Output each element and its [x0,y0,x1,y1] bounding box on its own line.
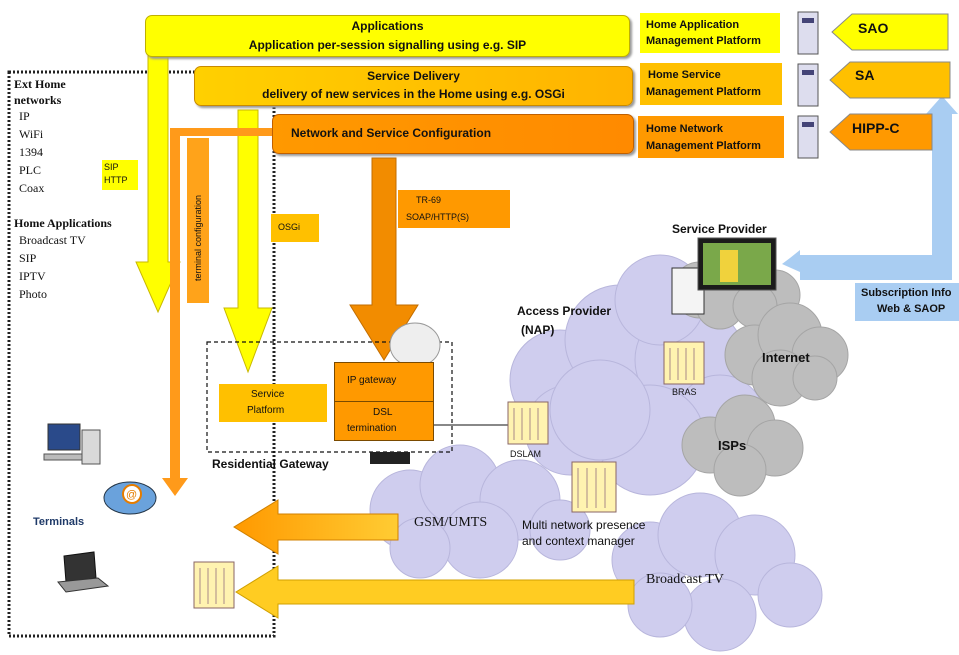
ext-item: Coax [19,181,45,195]
home-boundary [7,70,276,638]
ext-home-list: IP WiFi 1394 PLC Coax [19,109,44,199]
dslam-label: DSLAM [510,449,542,459]
sa-label: SA [855,67,875,83]
dsl-line2: termination [347,423,397,434]
gsm-arrow [233,499,399,555]
broadcast-tv-label: Broadcast TV [646,572,724,587]
service-provider-label: Service Provider [672,222,767,236]
service-delivery-subtitle: delivery of new services in the Home usi… [262,87,565,101]
isps-cloud [681,394,804,497]
ext-item: PLC [19,163,42,177]
multi-network-equipment [571,461,617,513]
nap-label: (NAP) [521,323,555,337]
net-mgmt-line2: Management Platform [646,140,761,152]
network-config-bar: Network and Service Configuration [272,114,634,154]
sao-label: SAO [858,20,889,36]
gsm-label: GSM/UMTS [414,515,488,530]
subscription-line2: Web & SAOP [877,303,946,315]
multi-network-line1: Multi network presence [522,518,646,532]
sao-tag [831,13,949,51]
ext-item: IP [19,109,30,123]
yellow-arrow-osgi [223,109,273,374]
applications-bar: Applications Application per-session sig… [145,15,630,57]
dsl-line1: DSL [373,407,393,418]
app-mgmt-platform: Home Application Management Platform [640,13,780,53]
net-mgmt-platform: Home Network Management Platform [638,116,784,158]
bras-label: BRAS [672,387,697,397]
app-item: SIP [19,251,37,265]
app-item: Photo [19,287,48,301]
service-platform-box: Service Platform [219,384,327,422]
tr69-line2: SOAP/HTTP(S) [406,212,470,222]
service-provider-server [671,237,777,315]
tr69-label-box: TR-69 SOAP/HTTP(S) [398,190,510,228]
multi-network-line2: and context manager [522,534,635,548]
network-config-title: Network and Service Configuration [291,126,492,140]
ext-home-title-2: networks [14,93,62,107]
server-icon-3 [797,115,819,159]
terminal-config-label: terminal configuration [193,194,203,282]
terminal-config-arrow [162,128,272,496]
osgi-label-box: OSGi [271,214,319,242]
blue-arrow-left [782,250,935,280]
home-apps-list: Broadcast TV SIP IPTV Photo [19,233,86,305]
sa-tag [829,61,951,99]
applications-title: Applications [351,19,424,33]
app-mgmt-line2: Management Platform [646,35,761,47]
terminals-label: Terminals [33,516,85,528]
service-delivery-title: Service Delivery [367,69,460,83]
yellow-arrow-left [135,55,181,314]
internet-cloud [724,302,849,407]
hipp-tag [829,113,933,151]
app-item: Broadcast TV [19,233,86,247]
subscription-line1: Subscription Info [861,287,952,299]
applications-subtitle: Application per-session signalling using… [248,38,527,52]
home-apps-title: Home Applications [14,216,112,230]
osgi-label: OSGi [278,222,301,232]
subscription-box: Subscription Info Web & SAOP [855,283,959,321]
ip-gateway-label: IP gateway [347,375,397,386]
hipp-label: HIPP-C [852,120,900,136]
service-platform-line2: Platform [247,405,285,416]
residential-gateway-label: Residential Gateway [212,457,329,471]
internet-label: Internet [762,350,810,365]
bras-equipment [663,341,705,385]
service-platform-line1: Service [251,389,285,400]
svc-mgmt-line1: Home Service [648,69,721,81]
app-mgmt-line1: Home Application [646,19,740,31]
laptop [57,551,110,593]
http-label: HTTP [104,175,128,185]
server-icon-2 [797,63,819,107]
broadcast-cloud [611,492,823,652]
desktop-computer [43,423,101,465]
telephone: @ [103,481,157,515]
terminal-config-bar [187,138,209,303]
sip-label: SIP [104,162,119,172]
svc-mgmt-platform: Home Service Management Platform [640,63,782,105]
ext-home-title-1: Ext Home [14,77,66,91]
dsl-termination-box: DSL termination [334,401,434,441]
terminal-equipment [193,561,235,609]
blue-arrow-head [926,96,958,114]
ext-item: 1394 [19,145,43,159]
net-mgmt-line1: Home Network [646,123,724,135]
blue-arrow-up [932,110,952,280]
isps-label: ISPs [718,438,747,453]
svc-mgmt-line2: Management Platform [646,86,761,98]
service-delivery-bar: Service Delivery delivery of new service… [194,66,633,106]
svg-text:@: @ [126,489,137,501]
ip-gateway-box: IP gateway [334,362,434,402]
dslam-equipment [507,401,549,445]
app-item: IPTV [19,269,46,283]
server-icon-1 [797,11,819,55]
tr69-line1: TR-69 [416,195,442,205]
sip-http-label: SIP HTTP [102,160,138,190]
broadcast-arrow [235,565,635,619]
residential-gateway-box [206,341,453,453]
ext-item: WiFi [19,127,44,141]
access-provider-label: Access Provider [517,304,612,318]
